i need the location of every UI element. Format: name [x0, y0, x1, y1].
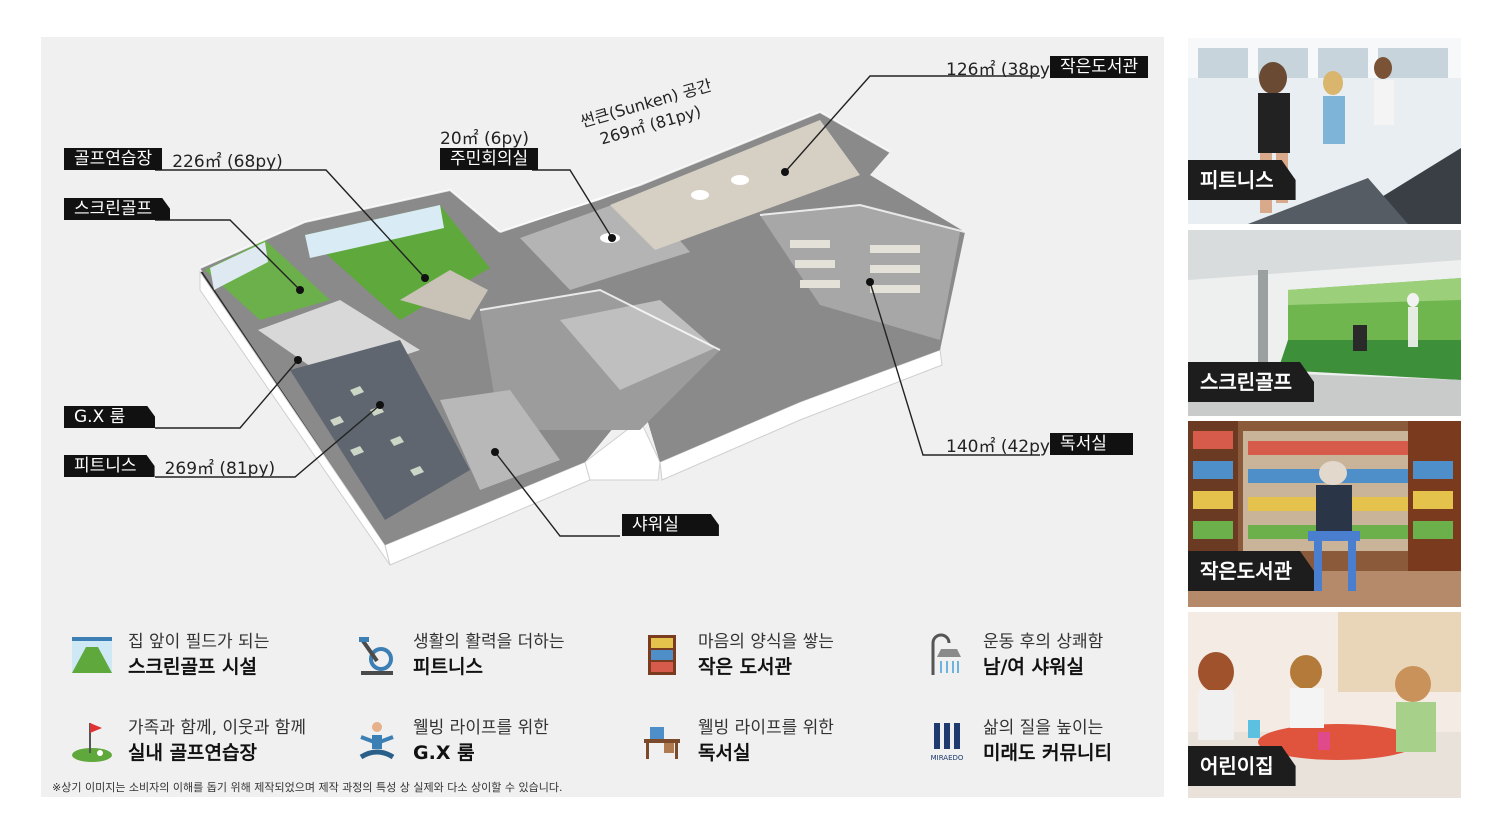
miraedo-logo-icon: MIRAEDO [931, 723, 964, 762]
feature-line2: 작은 도서관 [698, 656, 793, 678]
feature-line1: 생활의 활력을 더하는 [413, 632, 565, 652]
desk-icon [644, 727, 680, 759]
golf-flag-icon [72, 723, 112, 762]
photo-daycare: 어린이집 [1188, 612, 1461, 798]
feature-line2: 남/여 샤워실 [983, 656, 1084, 678]
photo-small-library: 작은도서관 [1188, 421, 1461, 607]
callout-golf-practice: 골프연습장 226㎡ (68py) [64, 148, 289, 172]
screen-golf-photo-image [1188, 230, 1461, 416]
callout-small-library: 126㎡ (38py 작은도서관 [946, 56, 1149, 80]
yoga-icon [359, 722, 395, 760]
feature-screen-golf: 집 앞이 필드가 되는 스크린골프 시설 [70, 630, 269, 680]
feature-line1: 운동 후의 상쾌함 [983, 632, 1104, 652]
small-library-area: 126㎡ (38py [946, 59, 1050, 80]
floorplan-illustration [155, 75, 1040, 566]
fitness-tag: 피트니스 [64, 455, 155, 477]
reading-room-area: 140㎡ (42py [946, 436, 1050, 457]
feature-miraedo: MIRAEDO 삶의 질을 높이는 미래도 커뮤니티 [925, 716, 1112, 766]
callout-resident-meeting: 주민회의실 [440, 148, 539, 170]
fitness-photo-label: 피트니스 [1188, 160, 1296, 200]
feature-library: 마음의 양식을 쌓는 작은 도서관 [640, 630, 834, 680]
shower-tag: 샤워실 [622, 514, 719, 536]
small-library-tag: 작은도서관 [1049, 56, 1149, 78]
callout-reading-room: 140㎡ (42py 독서실 [946, 433, 1133, 457]
feature-line2: G.X 룸 [413, 742, 475, 764]
disclaimer-note: ※상기 이미지는 소비자의 이해를 돕기 위해 제작되었으며 제작 과정의 특성… [52, 781, 563, 794]
resident-meeting-tag: 주민회의실 [440, 148, 539, 170]
miraedo-logo-text: MIRAEDO [931, 754, 964, 762]
daycare-photo-label: 어린이집 [1188, 746, 1296, 786]
screen-golf-tag: 스크린골프 [64, 198, 170, 220]
feature-line1: 가족과 함께, 이웃과 함께 [128, 718, 307, 738]
reading-room-tag: 독서실 [1049, 433, 1133, 455]
fitness-photo-image [1188, 38, 1461, 224]
feature-line2: 실내 골프연습장 [128, 742, 257, 764]
golf-field-icon [72, 637, 112, 673]
feature-line2: 스크린골프 시설 [128, 656, 257, 678]
callout-gx-room: G.X 룸 [64, 406, 155, 428]
feature-gx-room: 웰빙 라이프를 위한 G.X 룸 [355, 716, 549, 766]
screen-golf-photo-label: 스크린골프 [1188, 362, 1314, 402]
shower-icon [931, 633, 961, 675]
feature-line1: 웰빙 라이프를 위한 [413, 718, 549, 738]
feature-line2: 독서실 [698, 742, 751, 764]
library-photo-label: 작은도서관 [1188, 551, 1314, 591]
bookshelf-icon [648, 635, 676, 675]
feature-reading-room: 웰빙 라이프를 위한 독서실 [640, 716, 834, 766]
resident-meeting-area: 20㎡ (6py) [440, 128, 529, 149]
feature-golf-practice: 가족과 함께, 이웃과 함께 실내 골프연습장 [70, 716, 306, 766]
feature-line2: 피트니스 [413, 656, 483, 678]
feature-line2: 미래도 커뮤니티 [983, 742, 1112, 764]
photo-screen-golf: 스크린골프 [1188, 230, 1461, 416]
feature-shower: 운동 후의 상쾌함 남/여 샤워실 [925, 630, 1103, 680]
golf-practice-tag: 골프연습장 [64, 148, 163, 170]
callout-fitness: 피트니스 269㎡ (81py) [64, 455, 281, 479]
gx-room-tag: G.X 룸 [64, 406, 155, 428]
fitness-area: 269㎡ (81py) [164, 458, 276, 479]
callout-screen-golf: 스크린골프 [64, 198, 170, 220]
feature-line1: 삶의 질을 높이는 [983, 718, 1104, 738]
golf-practice-area: 226㎡ (68py) [172, 151, 283, 172]
feature-line1: 마음의 양식을 쌓는 [698, 632, 834, 652]
exercise-bike-icon [359, 637, 393, 675]
callout-shower: 샤워실 [622, 514, 719, 536]
feature-line1: 집 앞이 필드가 되는 [128, 632, 270, 652]
feature-fitness: 생활의 활력을 더하는 피트니스 [355, 630, 565, 680]
feature-line1: 웰빙 라이프를 위한 [698, 718, 834, 738]
photo-fitness: 피트니스 [1188, 38, 1461, 224]
